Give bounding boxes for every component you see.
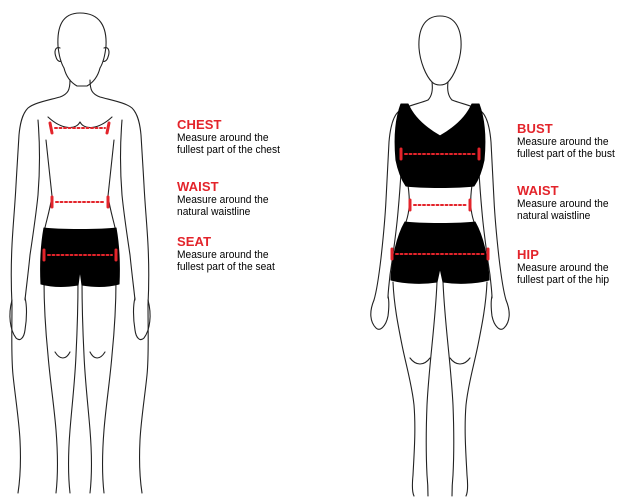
hip-title: HIP xyxy=(517,248,616,261)
chest-desc-line-1: Measure around the xyxy=(177,132,280,144)
male-head-outline xyxy=(58,13,106,86)
male-torso-right xyxy=(108,140,114,196)
female-waist-description: Measure around the natural waistline xyxy=(517,198,615,222)
seat-label: SEAT Measure around the fullest part of … xyxy=(177,235,282,273)
hip-desc-line-1: Measure around the xyxy=(517,262,609,274)
male-knee-left xyxy=(55,352,70,358)
female-leg-left-inner xyxy=(426,282,437,496)
male-leg-right-outer xyxy=(103,280,117,493)
female-waist-measure-line xyxy=(410,200,470,210)
seat-desc-line-2: fullest part of the seat xyxy=(177,261,275,273)
female-waist-title: WAIST xyxy=(517,184,615,197)
male-waist-desc-line-1: Measure around the xyxy=(177,194,269,206)
seat-title: SEAT xyxy=(177,235,282,248)
male-shorts xyxy=(41,228,120,286)
female-waist-label: WAIST Measure around the natural waistli… xyxy=(517,184,615,222)
female-leg-left-outer xyxy=(393,282,415,496)
male-leg-left-inner xyxy=(69,280,79,493)
chest-title: CHEST xyxy=(177,118,288,131)
male-arm-inner-right xyxy=(121,120,136,300)
hip-description: Measure around the fullest part of the h… xyxy=(517,262,616,286)
female-hand-right xyxy=(491,296,509,329)
chest-desc-line-2: fullest part of the chest xyxy=(177,144,280,156)
male-waist-title: WAIST xyxy=(177,180,275,193)
male-knee-right xyxy=(90,352,105,358)
male-arm-inner-left xyxy=(25,120,40,300)
female-neck-left xyxy=(428,82,432,100)
male-leg-right-inner xyxy=(82,280,92,493)
female-figure xyxy=(371,16,509,496)
female-shorts xyxy=(391,222,489,283)
bust-description: Measure around the fullest part of the b… xyxy=(517,136,622,160)
bust-desc-line-1: Measure around the xyxy=(517,136,615,148)
bust-desc-line-2: fullest part of the bust xyxy=(517,148,615,160)
male-figure xyxy=(10,13,150,493)
male-waist-label: WAIST Measure around the natural waistli… xyxy=(177,180,275,218)
bust-label: BUST Measure around the fullest part of … xyxy=(517,122,622,160)
seat-desc-line-1: Measure around the xyxy=(177,249,275,261)
bust-title: BUST xyxy=(517,122,622,135)
chest-description: Measure around the fullest part of the c… xyxy=(177,132,288,156)
male-pec-line xyxy=(48,117,112,127)
hip-label: HIP Measure around the fullest part of t… xyxy=(517,248,616,286)
female-neck-right xyxy=(448,82,452,100)
female-waist-desc-line-1: Measure around the xyxy=(517,198,609,210)
male-waist-desc-line-2: natural waistline xyxy=(177,206,269,218)
chest-label: CHEST Measure around the fullest part of… xyxy=(177,118,288,156)
female-leg-right-outer xyxy=(465,282,487,496)
female-head-outline xyxy=(419,16,461,85)
male-leg-left-outer xyxy=(44,280,58,493)
seat-description: Measure around the fullest part of the s… xyxy=(177,249,282,273)
male-torso-left xyxy=(46,140,52,196)
female-knee-right xyxy=(450,358,470,364)
female-bra-top xyxy=(395,104,485,188)
female-hand-left xyxy=(371,296,389,329)
female-knee-left xyxy=(410,358,430,364)
female-leg-right-inner xyxy=(443,282,454,496)
female-waist-desc-line-2: natural waistline xyxy=(517,210,609,222)
hip-desc-line-2: fullest part of the hip xyxy=(517,274,609,286)
male-waist-description: Measure around the natural waistline xyxy=(177,194,275,218)
male-waist-measure-line xyxy=(52,197,108,207)
